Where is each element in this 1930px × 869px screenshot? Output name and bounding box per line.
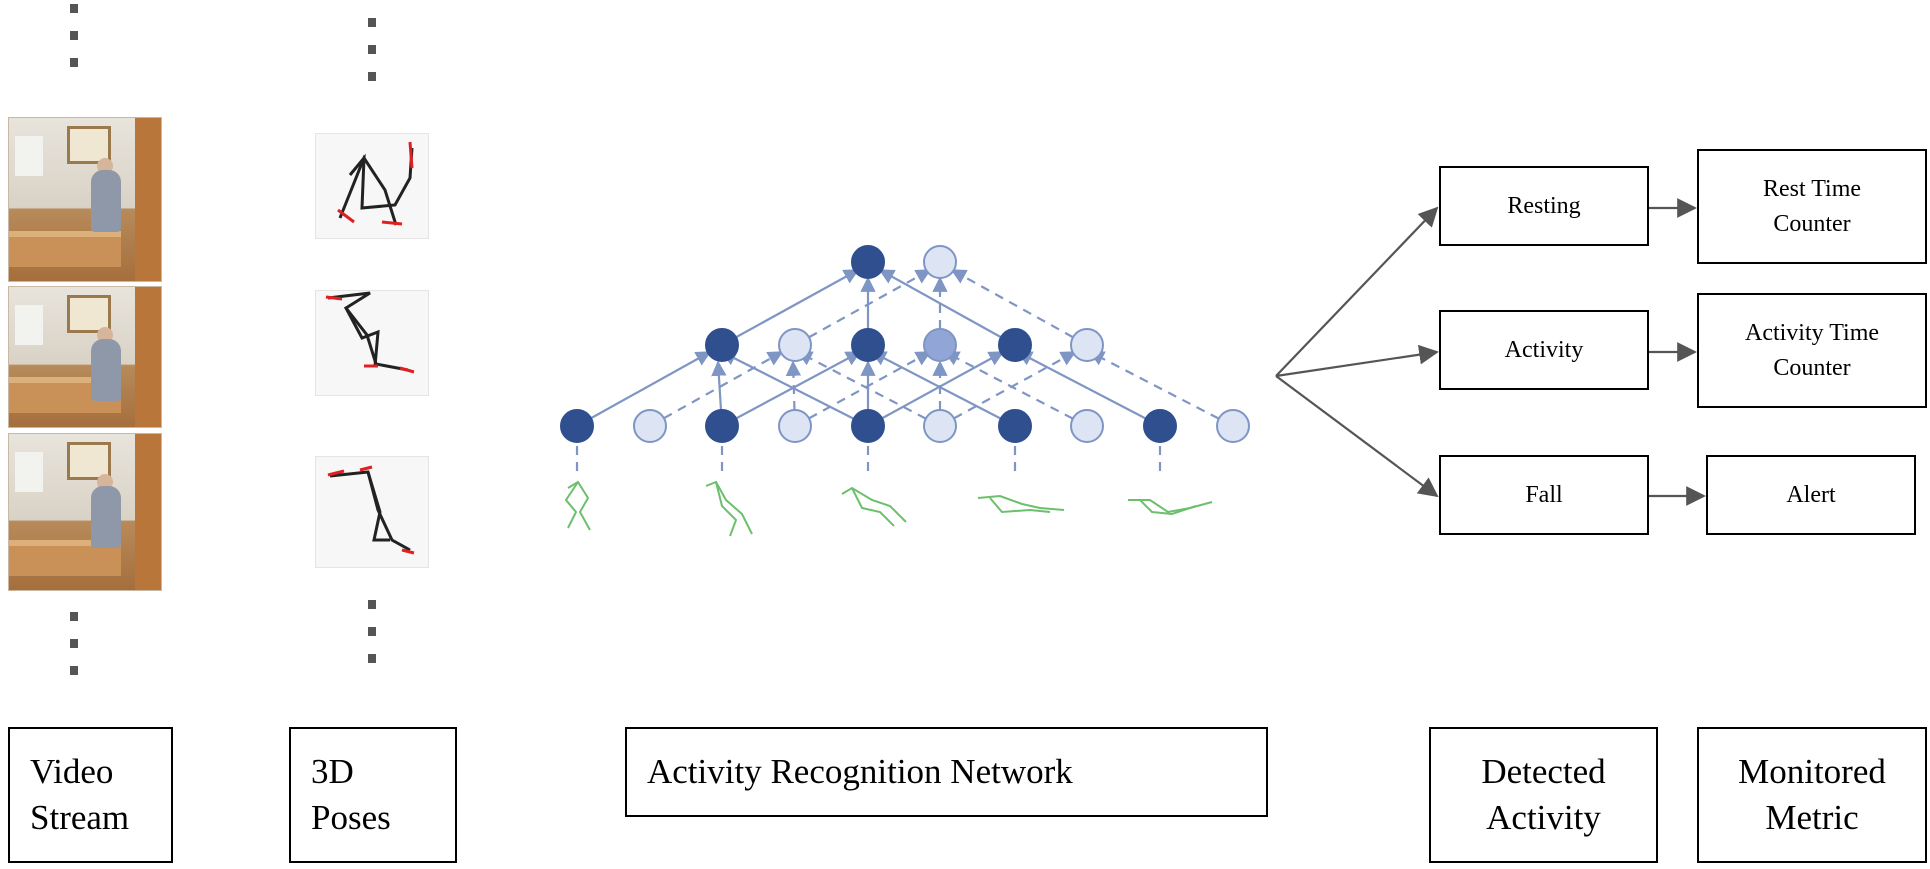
network-edges bbox=[576, 269, 1161, 427]
node-bottom-1 bbox=[560, 409, 594, 443]
node-mid-5 bbox=[998, 328, 1032, 362]
node-mid-4 bbox=[923, 328, 957, 362]
metric-label-activity-time: Activity Time Counter bbox=[1744, 319, 1880, 381]
node-top-1 bbox=[851, 245, 885, 279]
metric-box-activity-time: Activity Time Counter bbox=[1697, 293, 1927, 408]
stage-video-stream: Video Stream bbox=[8, 727, 173, 863]
activity-label-fall: Fall bbox=[1525, 481, 1563, 508]
metric-box-rest-time: Rest Time Counter bbox=[1697, 149, 1927, 264]
stage-monitored-metric-label: Monitored Metric bbox=[1738, 752, 1886, 837]
node-bottom-5 bbox=[851, 409, 885, 443]
video-frame-3 bbox=[8, 433, 162, 591]
node-mid-1 bbox=[705, 328, 739, 362]
video-frame-1 bbox=[8, 117, 162, 282]
network-edges-dashed bbox=[575, 269, 1234, 476]
pose-skeleton-1 bbox=[337, 141, 414, 226]
node-bottom-4 bbox=[778, 409, 812, 443]
video-frame-2 bbox=[8, 286, 162, 428]
node-bottom-6 bbox=[923, 409, 957, 443]
pose-plot-2 bbox=[315, 290, 429, 396]
stage-video-stream-label: Video Stream bbox=[30, 752, 130, 837]
node-bottom-8 bbox=[1070, 409, 1104, 443]
video-ellipsis-top bbox=[70, 4, 78, 85]
metric-label-rest-time: Rest Time Counter bbox=[1762, 175, 1862, 237]
stage-detected-activity-label: Detected Activity bbox=[1481, 752, 1606, 837]
stage-network-label: Activity Recognition Network bbox=[647, 752, 1073, 791]
node-bottom-3 bbox=[705, 409, 739, 443]
activity-box-resting: Resting bbox=[1439, 166, 1649, 246]
activity-box-activity: Activity bbox=[1439, 310, 1649, 390]
stage-3d-poses: 3D Poses bbox=[289, 727, 457, 863]
activity-label-activity: Activity bbox=[1504, 336, 1584, 363]
pose-skeleton-3 bbox=[327, 465, 415, 555]
stage-network: Activity Recognition Network bbox=[625, 727, 1268, 817]
pose-ellipsis-bottom bbox=[368, 600, 376, 681]
metric-box-alert: Alert bbox=[1706, 455, 1916, 535]
node-mid-6 bbox=[1070, 328, 1104, 362]
node-bottom-7 bbox=[998, 409, 1032, 443]
activity-arrows bbox=[1275, 198, 1706, 506]
node-bottom-2 bbox=[633, 409, 667, 443]
stage-monitored-metric: Monitored Metric bbox=[1697, 727, 1927, 863]
node-top-2 bbox=[923, 245, 957, 279]
node-mid-2 bbox=[778, 328, 812, 362]
stage-3d-poses-label: 3D Poses bbox=[311, 752, 391, 837]
node-bottom-9 bbox=[1143, 409, 1177, 443]
input-skeletons bbox=[564, 480, 1213, 537]
activity-label-resting: Resting bbox=[1507, 192, 1581, 219]
node-mid-3 bbox=[851, 328, 885, 362]
pose-skeleton-2 bbox=[325, 291, 415, 374]
network-nodes bbox=[560, 245, 1250, 443]
activity-box-fall: Fall bbox=[1439, 455, 1649, 535]
stage-detected-activity: Detected Activity bbox=[1429, 727, 1658, 863]
pose-ellipsis-top bbox=[368, 18, 376, 99]
node-bottom-10 bbox=[1216, 409, 1250, 443]
video-ellipsis-bottom bbox=[70, 612, 78, 693]
metric-label-alert: Alert bbox=[1786, 481, 1836, 508]
